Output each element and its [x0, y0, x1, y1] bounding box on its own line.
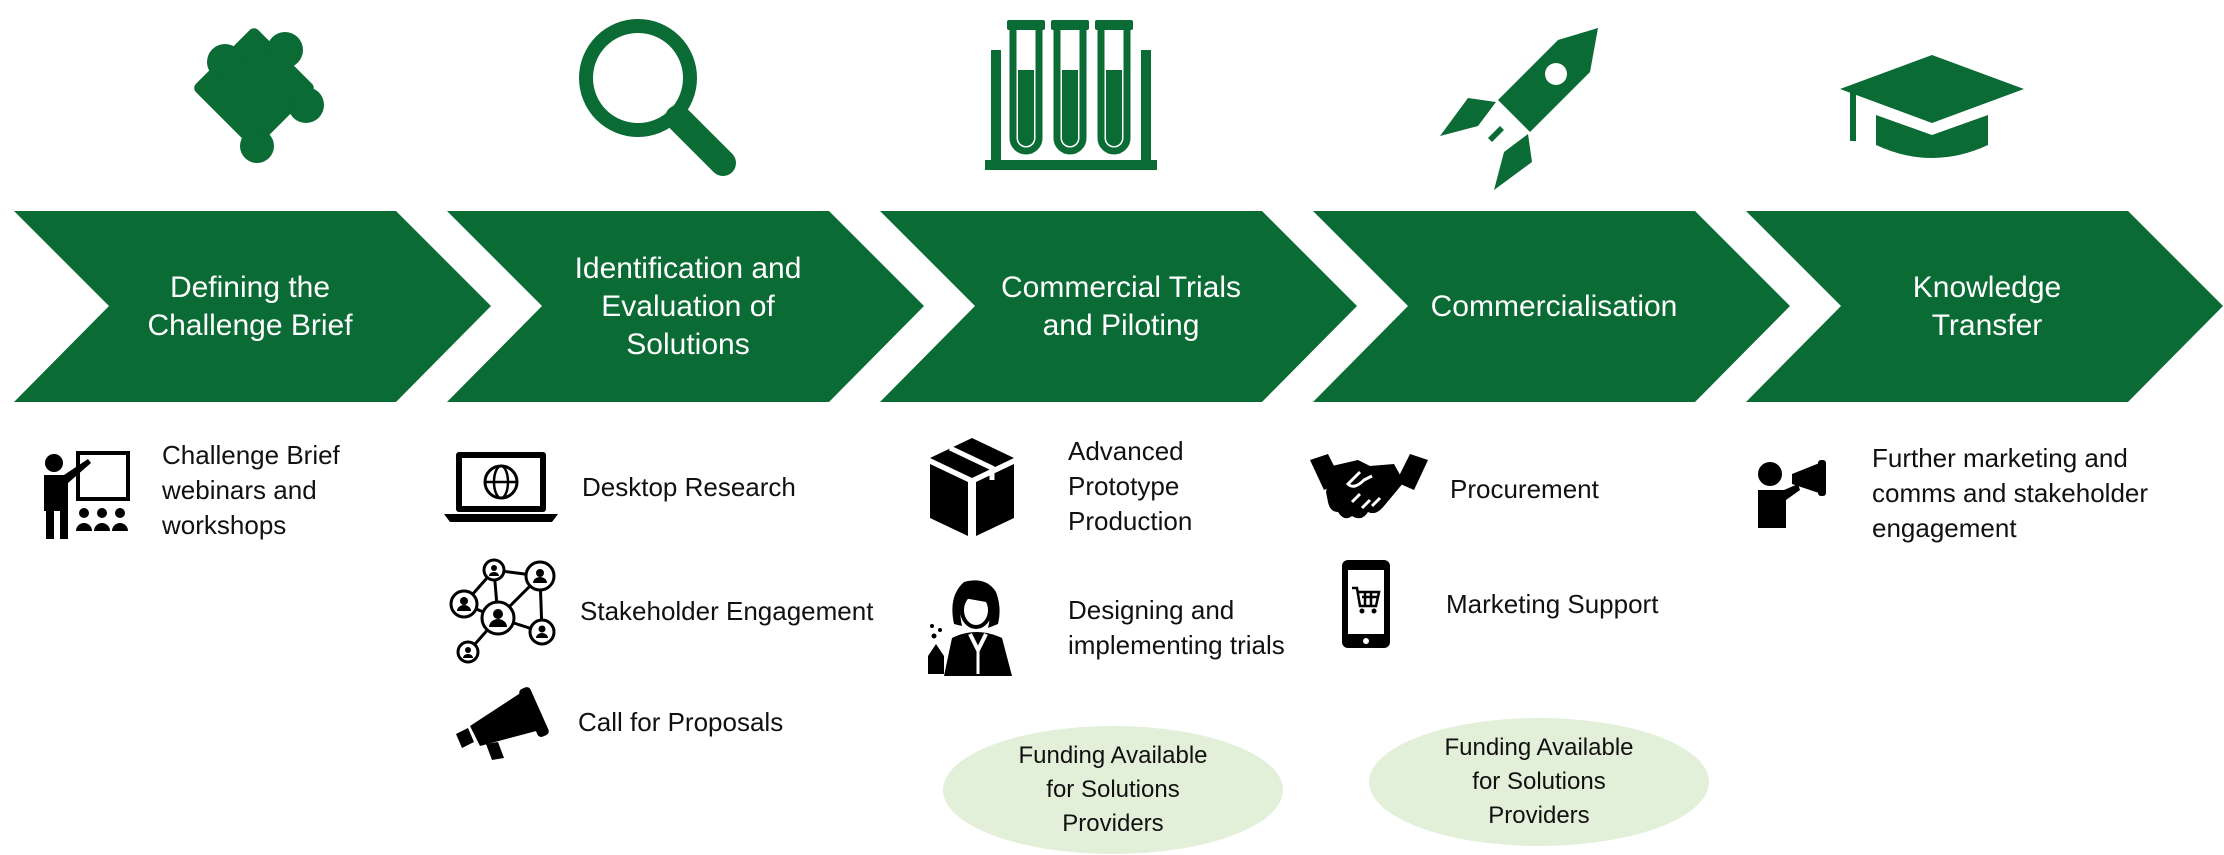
stage-label: Commercialisation [1430, 289, 1678, 323]
activity-challenge-brief-webinars: Challenge Brief webinars and workshops [36, 438, 340, 543]
activity-designing-trials: Designing and implementing trials [926, 578, 1285, 678]
graduation-cap-icon [1838, 53, 2026, 163]
stage-commercial-trials: Commercial Trials and Piloting [880, 211, 1357, 402]
activity-text: Advanced Prototype Production [1068, 436, 1193, 536]
activity-desktop-research: Desktop Research [442, 450, 796, 524]
megaphone-icon [452, 684, 556, 760]
presentation-icon [36, 439, 140, 543]
stage-defining-challenge-brief: Defining the Challenge Brief [14, 211, 491, 402]
activity-marketing-support: Marketing Support [1340, 558, 1658, 650]
activity-procurement: Procurement [1308, 452, 1599, 526]
speaker-icon [1756, 458, 1828, 530]
activity-text: Marketing Support [1446, 588, 1659, 619]
stage-label: Identification and Evaluation of Solutio… [574, 251, 802, 361]
stage-label: Defining the Challenge Brief [147, 270, 353, 342]
activity-call-for-proposals: Call for Proposals [452, 684, 783, 760]
activity-text: Desktop Research [582, 471, 796, 502]
puzzle-icon [185, 6, 345, 166]
activity-text: Procurement [1450, 473, 1599, 504]
test-tubes-icon [983, 20, 1159, 172]
phone-cart-icon [1340, 558, 1392, 650]
laptop-globe-icon [442, 450, 560, 524]
funding-badge-commercialisation: Funding Available for Solutions Provider… [1369, 718, 1709, 846]
activity-text: Further marketing and comms and stakehol… [1872, 443, 2149, 543]
activity-text: Designing and implementing trials [1068, 595, 1285, 660]
stage-commercialisation: Commercialisation [1313, 211, 1790, 402]
funding-badge-trials: Funding Available for Solutions Provider… [943, 726, 1283, 854]
stage-knowledge-transfer: Knowledge Transfer [1746, 211, 2223, 402]
handshake-icon [1308, 452, 1430, 526]
network-icon [442, 556, 566, 666]
box-icon [928, 436, 1016, 538]
stage-label: Commercial Trials and Piloting [1000, 270, 1242, 342]
stage-identification-evaluation: Identification and Evaluation of Solutio… [447, 211, 924, 402]
activity-further-marketing: Further marketing and comms and stakehol… [1756, 441, 2148, 546]
magnifier-icon [578, 18, 738, 178]
activity-text: Stakeholder Engagement [580, 595, 874, 626]
activity-advanced-prototype: Advanced Prototype Production [928, 434, 1192, 539]
rocket-icon [1438, 26, 1604, 192]
activity-text: Challenge Brief webinars and workshops [162, 440, 340, 540]
activity-text: Call for Proposals [578, 706, 784, 737]
activity-stakeholder-engagement: Stakeholder Engagement [442, 556, 873, 666]
stage-label: Knowledge Transfer [1912, 270, 2062, 342]
scientist-icon [926, 578, 1016, 678]
